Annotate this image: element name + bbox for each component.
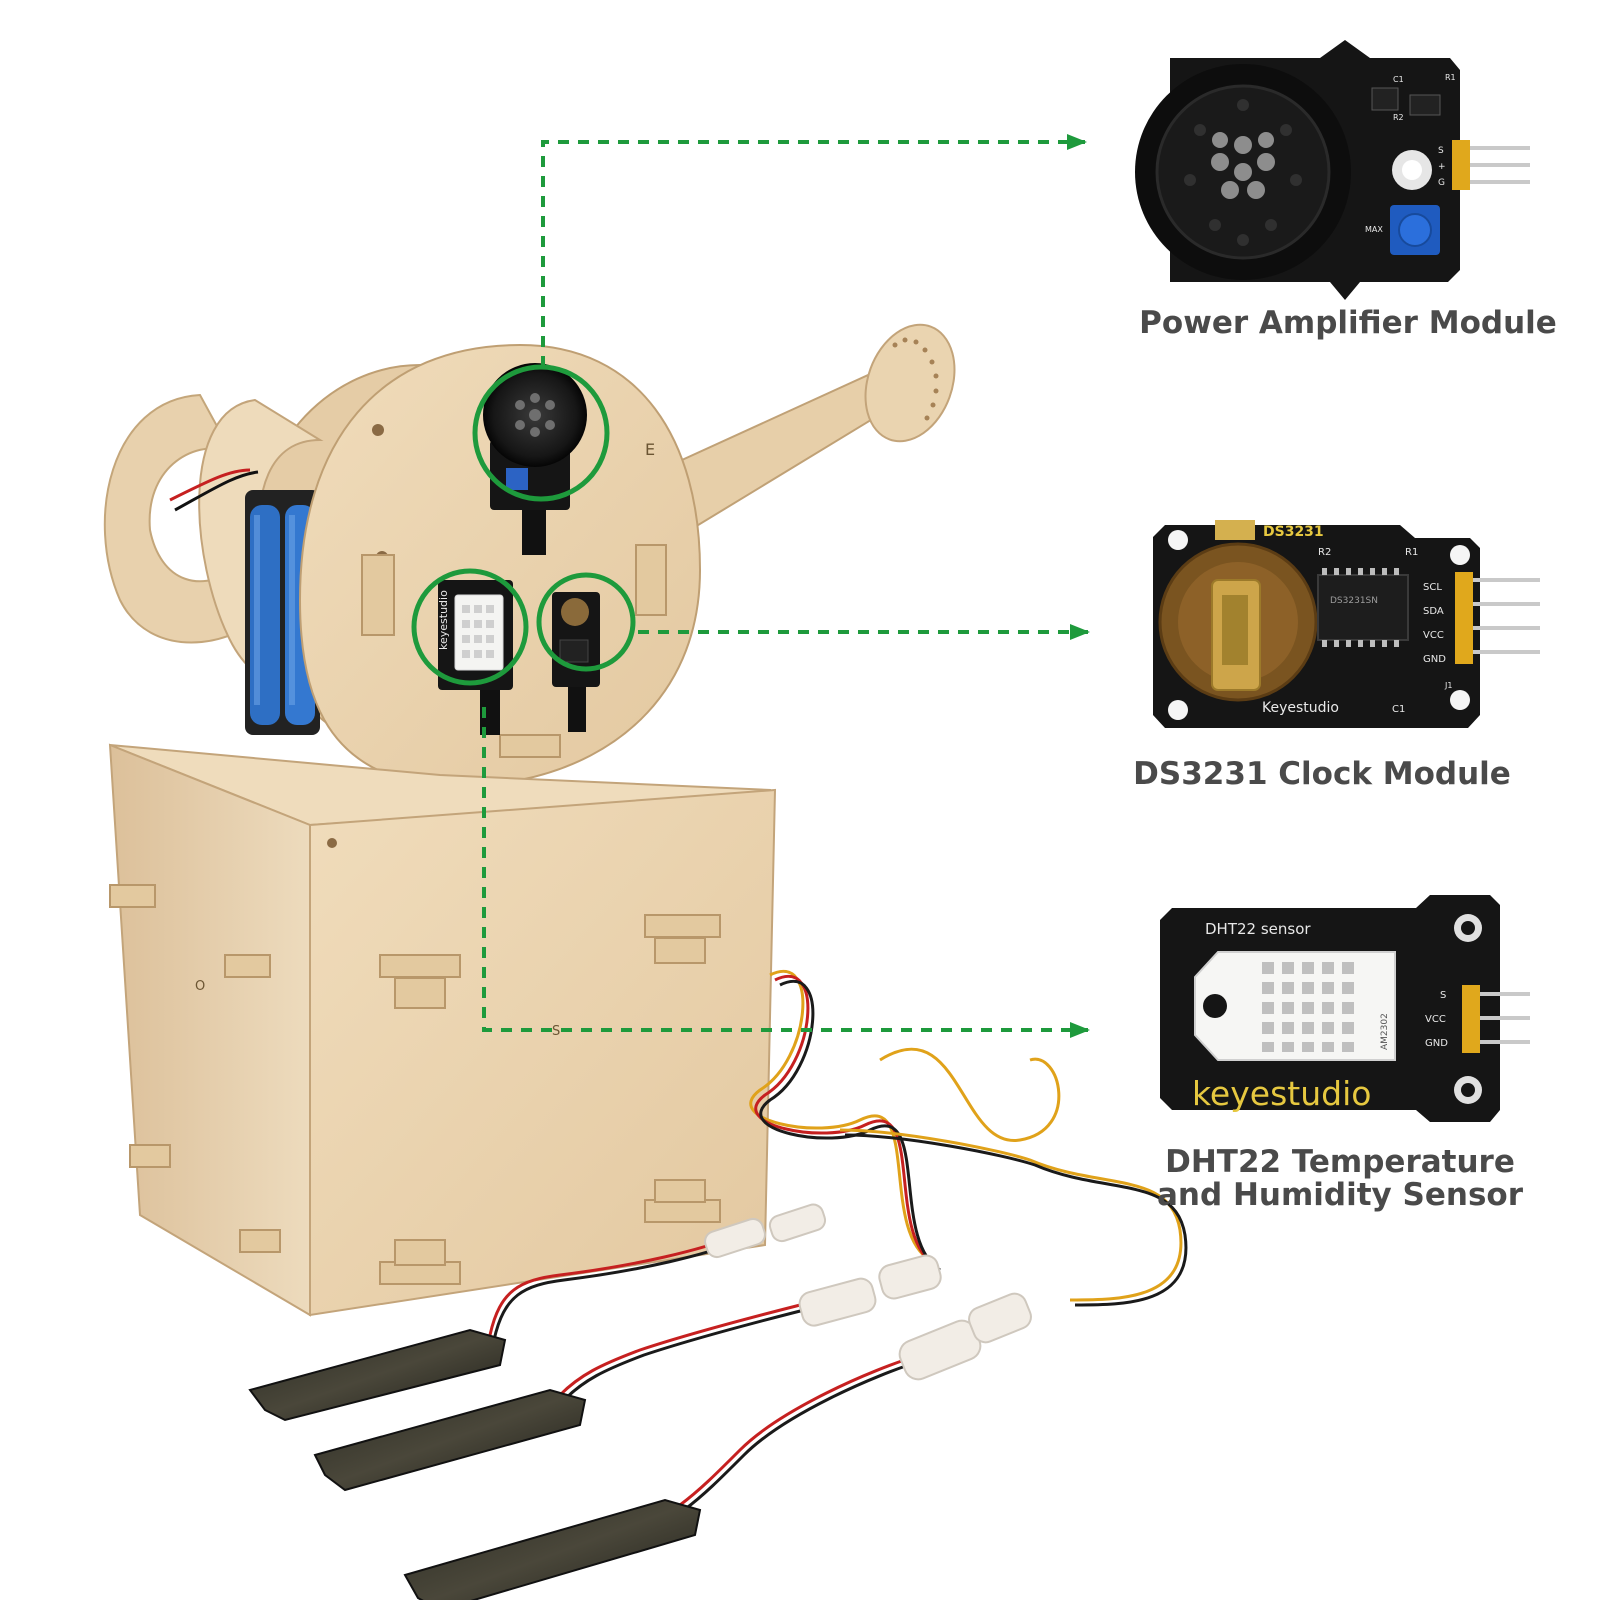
caption-dht22-sensor: DHT22 Temperature and Humidity Sensor — [1140, 1144, 1540, 1214]
amp-pin-g: G — [1438, 178, 1445, 188]
clock-ref-r1: R1 — [1405, 547, 1418, 558]
amplifier-module-photo: S + G MAX R1 R2 C1 — [1135, 40, 1530, 300]
amp-ref-c1: C1 — [1393, 75, 1404, 84]
clock-chip — [1317, 574, 1409, 641]
clock-board-title: DS3231 — [1263, 524, 1324, 540]
callout-arrows — [482, 134, 1090, 1038]
highlight-ring-clock — [536, 572, 636, 672]
model-dht22-module: keyestudio — [437, 580, 513, 735]
clock-ref-j1: J1 — [1444, 681, 1452, 690]
dht22-pin-s: S — [1440, 990, 1446, 1001]
clock-pin-sda: SDA — [1423, 606, 1444, 617]
amp-pin-plus: + — [1438, 162, 1446, 172]
clock-pin-vcc: VCC — [1423, 630, 1444, 641]
caption-dht22-line-1: DHT22 Temperature — [1165, 1144, 1515, 1180]
caption-power-amplifier-module: Power Amplifier Module — [1139, 305, 1557, 341]
box-letter-s: S — [552, 1024, 560, 1039]
spout-holes — [892, 337, 939, 421]
cable-connectors — [704, 1203, 1032, 1381]
caption-dht22-line-2: and Humidity Sensor — [1156, 1177, 1523, 1214]
clock-pin-gnd: GND — [1423, 654, 1446, 665]
amp-ref-r1: R1 — [1445, 73, 1456, 82]
model-board-brand: keyestudio — [437, 590, 450, 650]
dht22-pin-vcc: VCC — [1425, 1014, 1446, 1025]
dht22-board-brand: keyestudio — [1192, 1074, 1371, 1113]
dht22-chip-label: AM2302 — [1380, 1013, 1390, 1050]
clock-ref-c1: C1 — [1392, 704, 1405, 715]
spout-rose — [864, 323, 956, 443]
clock-board-brand: Keyestudio — [1262, 700, 1339, 716]
amp-knob-label: MAX — [1365, 225, 1383, 234]
dht22-board-title: DHT22 sensor — [1205, 920, 1311, 938]
battery-pack — [169, 468, 320, 735]
caption-ds3231-clock-module: DS3231 Clock Module — [1133, 756, 1511, 792]
base-box: O S — [108, 743, 777, 1317]
wooden-model: keyestudio E O — [103, 323, 1188, 1600]
disc-letter-e: E — [645, 440, 655, 459]
soil-probe-2 — [313, 1388, 587, 1492]
soil-probe-1 — [248, 1328, 507, 1422]
amp-ref-r2: R2 — [1393, 113, 1404, 122]
clock-module-photo: DS3231SN DS3231 R2 R1 C1 J1 Keyestudio S… — [1153, 520, 1540, 728]
clock-chip-label: DS3231SN — [1330, 596, 1378, 606]
dht22-pin-gnd: GND — [1425, 1038, 1448, 1049]
arrow-to-amplifier — [541, 134, 1087, 367]
sensor-cables — [488, 970, 1188, 1512]
dht22-module-photo: AM2302 DHT22 sensor keyestudio S VCC GND — [1160, 895, 1530, 1122]
clock-pin-scl: SCL — [1423, 582, 1442, 593]
arrow-to-dht22 — [482, 707, 1090, 1038]
box-letter-o: O — [195, 979, 205, 994]
soil-probe-3 — [403, 1498, 702, 1600]
clock-ref-r2: R2 — [1318, 547, 1331, 558]
soil-probes — [248, 1328, 702, 1600]
highlight-ring-dht22 — [411, 568, 529, 686]
amp-pin-s: S — [1438, 146, 1444, 156]
